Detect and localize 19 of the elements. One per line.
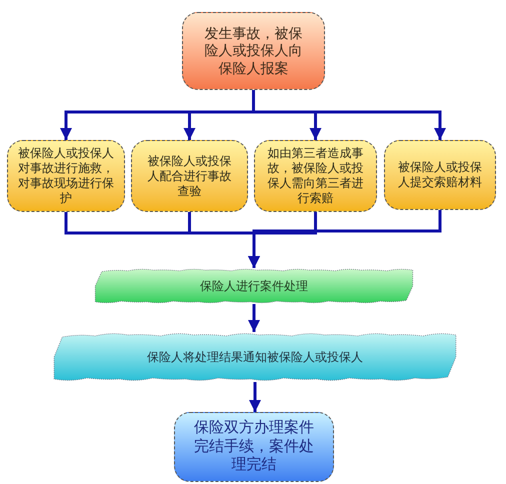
process-box	[254, 140, 377, 212]
arrow	[252, 90, 446, 140]
node-text: 被保险人或投保人提交索赔材料	[397, 160, 483, 190]
arrow	[248, 304, 260, 332]
process-box	[182, 12, 325, 90]
process-box	[131, 140, 248, 212]
process-box	[7, 140, 125, 212]
node-text: 保险双方办理案件完结手续，案件处理完结	[193, 418, 315, 476]
cloud-shape	[92, 268, 416, 304]
node-text: 被保险人或投保人配合进行事故查验	[146, 154, 232, 198]
node-text: 如由第三者造成事故，被保险人或投保人需向第三者进行索赔	[266, 146, 364, 206]
node-text: 保险人进行案件处理	[200, 278, 308, 294]
process-box	[384, 140, 496, 210]
process-box	[174, 412, 334, 482]
node-text: 发生事故，被保险人或投保人向保险人报案	[204, 24, 304, 78]
node-text: 被保险人或投保人对事故进行施救，对事故现场进行保护	[17, 146, 115, 206]
node-text: 保险人将处理结果通知被保险人或投保人	[147, 350, 363, 364]
arrow	[248, 210, 442, 268]
arrow	[249, 382, 261, 412]
